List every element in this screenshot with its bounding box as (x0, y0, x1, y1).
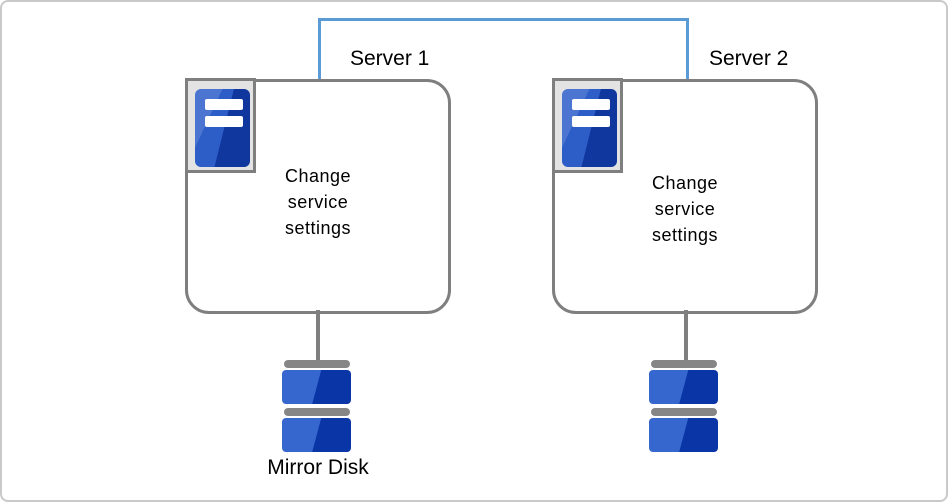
server-tower-chassis (195, 89, 250, 167)
network-link-drop-server2 (686, 18, 689, 80)
drive-slot (572, 99, 610, 110)
server2-box: Change service settings (552, 79, 818, 314)
disk-platter (282, 418, 351, 452)
drive-slot (205, 116, 243, 127)
server1-action-text: Change service settings (284, 166, 352, 238)
server-tower-icon (185, 78, 256, 173)
server2-action-text: Change service settings (651, 173, 719, 245)
disk-stack-icon (649, 360, 718, 452)
disk-cap (650, 360, 717, 368)
network-link-horizontal (318, 18, 689, 21)
disk-cap (283, 360, 350, 368)
mirror-disk-label: Mirror Disk (267, 456, 369, 479)
drive-slot (572, 116, 610, 127)
disk-stack-icon (282, 360, 351, 452)
disk-cap (283, 408, 350, 416)
disk-platter (649, 370, 718, 404)
server2-label: Server 2 (709, 47, 789, 70)
drive-slot (205, 99, 243, 110)
disk-platter (649, 418, 718, 452)
network-link-drop-server1 (318, 18, 321, 80)
disk-cap (650, 408, 717, 416)
server-tower-icon (552, 78, 623, 173)
disk-platter (282, 370, 351, 404)
server1-label: Server 1 (350, 47, 430, 70)
server-tower-chassis (562, 89, 617, 167)
server2-disk-connector (684, 310, 688, 362)
server1-disk-connector (316, 310, 320, 362)
